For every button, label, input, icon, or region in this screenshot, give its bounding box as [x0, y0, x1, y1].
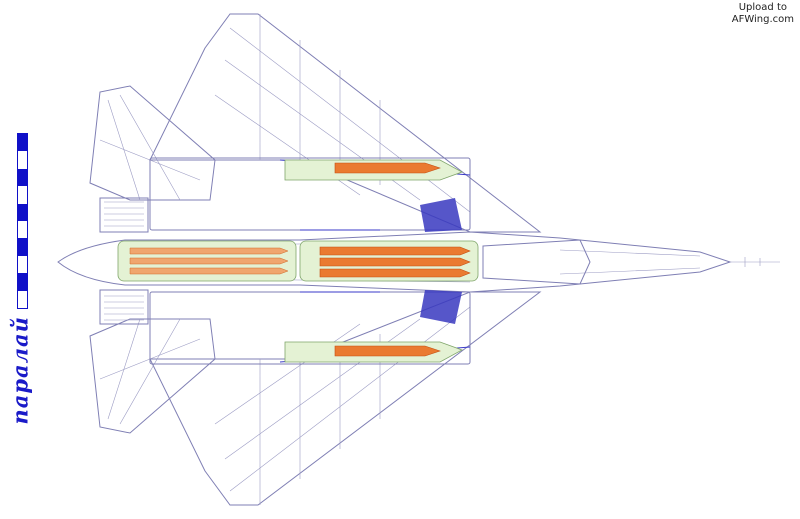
intake-duct-top	[420, 198, 462, 232]
scale-segment	[18, 273, 27, 291]
scale-segment	[18, 238, 27, 256]
intake-duct-bottom	[420, 290, 462, 324]
scale-segment	[18, 168, 27, 187]
scale-bar	[17, 133, 28, 309]
scale-segment	[18, 134, 27, 152]
scale-segment	[18, 203, 27, 221]
main-wing-bottom	[149, 291, 542, 506]
main-wing-top	[149, 13, 542, 233]
tail-top	[89, 85, 216, 201]
watermark-line2: AFWing.com	[731, 14, 794, 25]
scale-segment	[18, 151, 27, 169]
watermark: Upload to AFWing.com	[732, 2, 794, 26]
watermark-line1: Upload to	[738, 2, 787, 13]
tail-bottom	[89, 318, 216, 434]
scale-segment	[18, 221, 27, 239]
fuselage	[57, 231, 780, 293]
scale-segment	[18, 290, 27, 308]
side-label: паралай	[7, 316, 33, 425]
missiles	[129, 162, 471, 357]
scale-segment	[18, 255, 27, 274]
scale-segment	[18, 186, 27, 204]
